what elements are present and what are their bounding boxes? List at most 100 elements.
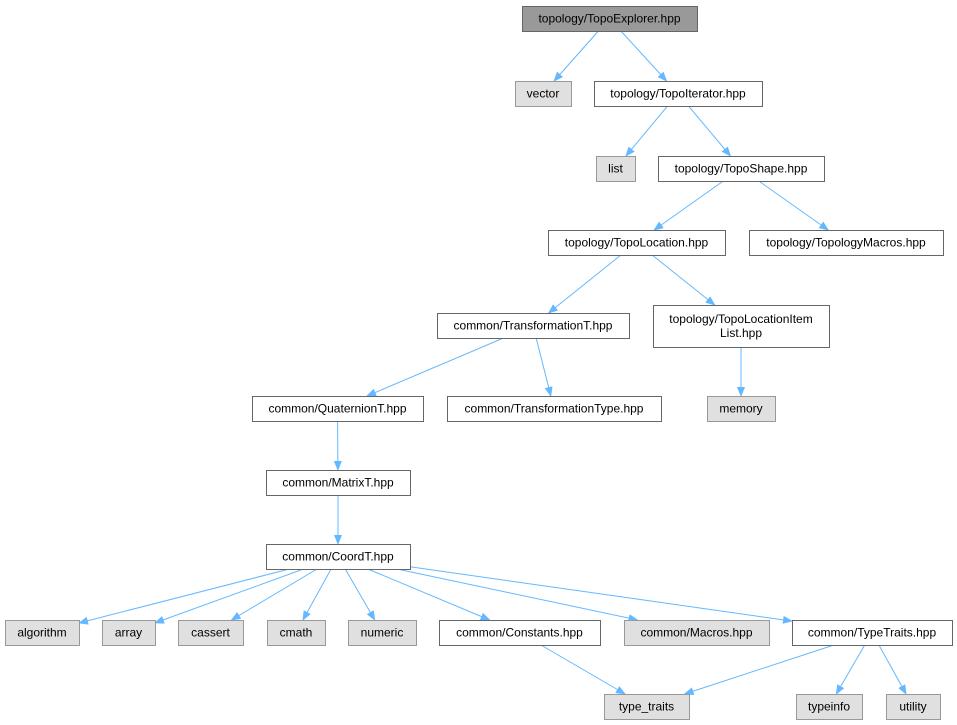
node-box — [102, 620, 156, 646]
node-box — [886, 694, 941, 720]
node-label: common/QuaternionT.hpp — [268, 402, 406, 416]
node-label: topology/TopoExplorer.hpp — [538, 12, 680, 26]
node-box — [792, 620, 953, 646]
edge-coord-to-typetraits — [409, 566, 793, 624]
node-numeric: numeric — [348, 620, 417, 646]
node-macros_topo[interactable]: topology/TopologyMacros.hpp — [749, 230, 944, 256]
edge-transT-to-transType — [535, 337, 553, 397]
node-box — [437, 313, 630, 339]
node-box — [5, 620, 80, 646]
node-box — [348, 620, 417, 646]
edge-coord-to-array — [154, 568, 304, 624]
edge-shape-to-location — [653, 180, 724, 231]
node-box — [267, 620, 326, 646]
node-box — [266, 470, 411, 496]
node-label: topology/TopoIterator.hpp — [610, 87, 746, 101]
node-label: common/TypeTraits.hpp — [808, 626, 937, 640]
edge-typetraits-to-type_traits — [683, 644, 835, 695]
node-label: cmath — [280, 626, 313, 640]
edge-iterator-to-list — [625, 105, 668, 157]
node-label: utility — [899, 700, 926, 714]
node-box — [522, 6, 698, 32]
node-label: common/CoordT.hpp — [282, 550, 394, 564]
node-label: topology/TopologyMacros.hpp — [766, 236, 926, 250]
edge-transT-to-quat — [366, 337, 504, 397]
node-explorer: topology/TopoExplorer.hpp — [522, 6, 698, 32]
edge-coord-to-cmacros — [396, 568, 639, 623]
node-label: array — [115, 626, 142, 640]
node-box — [447, 396, 662, 422]
edge-explorer-to-vector — [553, 30, 599, 82]
node-array: array — [102, 620, 156, 646]
node-box — [796, 694, 863, 720]
node-label: typeinfo — [808, 700, 850, 714]
node-box — [658, 156, 825, 182]
node-label: common/MatrixT.hpp — [282, 476, 394, 490]
node-label: topology/TopoLocation.hpp — [565, 236, 709, 250]
edge-location-to-transT — [547, 254, 622, 314]
edge-iterator-to-shape — [688, 105, 732, 157]
edge-coord-to-cassert — [230, 568, 318, 621]
node-typeinfo: typeinfo — [796, 694, 863, 720]
node-label: list — [608, 162, 623, 176]
edge-location-to-itemlist — [651, 254, 716, 306]
node-list: list — [596, 156, 636, 182]
node-coord[interactable]: common/CoordT.hpp — [266, 544, 411, 570]
node-label: vector — [527, 87, 560, 101]
node-label: common/Constants.hpp — [456, 626, 583, 640]
node-box — [604, 694, 690, 720]
node-label: cassert — [191, 626, 230, 640]
edge-coord-to-constants — [367, 568, 491, 621]
edge-coord-to-algorithm — [78, 568, 290, 625]
node-box — [439, 620, 601, 646]
node-label: common/TransformationType.hpp — [465, 402, 644, 416]
node-label: algorithm — [17, 626, 66, 640]
edges — [78, 30, 907, 695]
node-shape[interactable]: topology/TopoShape.hpp — [658, 156, 825, 182]
node-constants[interactable]: common/Constants.hpp — [439, 620, 601, 646]
node-label: List.hpp — [720, 326, 762, 340]
node-box — [515, 81, 572, 107]
node-box — [548, 230, 726, 256]
node-cmath: cmath — [267, 620, 326, 646]
node-label: numeric — [361, 626, 404, 640]
node-matrix[interactable]: common/MatrixT.hpp — [266, 470, 411, 496]
edge-shape-to-macros_topo — [758, 180, 830, 231]
node-box — [266, 544, 411, 570]
node-typetraits[interactable]: common/TypeTraits.hpp — [792, 620, 953, 646]
node-box — [178, 620, 244, 646]
edge-constants-to-type_traits — [540, 644, 626, 695]
edge-typetraits-to-typeinfo — [835, 644, 866, 695]
node-label: common/TransformationT.hpp — [454, 319, 613, 333]
nodes: topology/TopoExplorer.hpp vector topology/… — [5, 6, 953, 720]
node-box — [252, 396, 424, 422]
node-label: common/Macros.hpp — [640, 626, 752, 640]
edge-coord-to-numeric — [344, 568, 376, 621]
node-box — [596, 156, 636, 182]
node-box — [749, 230, 944, 256]
node-quat[interactable]: common/QuaternionT.hpp — [252, 396, 424, 422]
node-transT[interactable]: common/TransformationT.hpp — [437, 313, 630, 339]
edge-typetraits-to-utility — [878, 644, 907, 695]
node-label: topology/TopoShape.hpp — [675, 162, 808, 176]
node-type_traits: type_traits — [604, 694, 690, 720]
node-location[interactable]: topology/TopoLocation.hpp — [548, 230, 726, 256]
node-memory: memory — [707, 396, 776, 422]
edge-explorer-to-iterator — [620, 30, 668, 82]
node-box — [594, 81, 763, 107]
node-cassert: cassert — [178, 620, 244, 646]
node-label: memory — [719, 402, 762, 416]
node-box — [624, 620, 770, 646]
node-vector: vector — [515, 81, 572, 107]
node-label: topology/TopoLocationItem — [669, 312, 812, 326]
node-transType[interactable]: common/TransformationType.hpp — [447, 396, 662, 422]
node-box — [707, 396, 776, 422]
node-iterator[interactable]: topology/TopoIterator.hpp — [594, 81, 763, 107]
node-label: type_traits — [619, 700, 674, 714]
node-cmacros: common/Macros.hpp — [624, 620, 770, 646]
node-algorithm: algorithm — [5, 620, 80, 646]
node-utility: utility — [886, 694, 941, 720]
edge-coord-to-cmath — [302, 568, 332, 621]
